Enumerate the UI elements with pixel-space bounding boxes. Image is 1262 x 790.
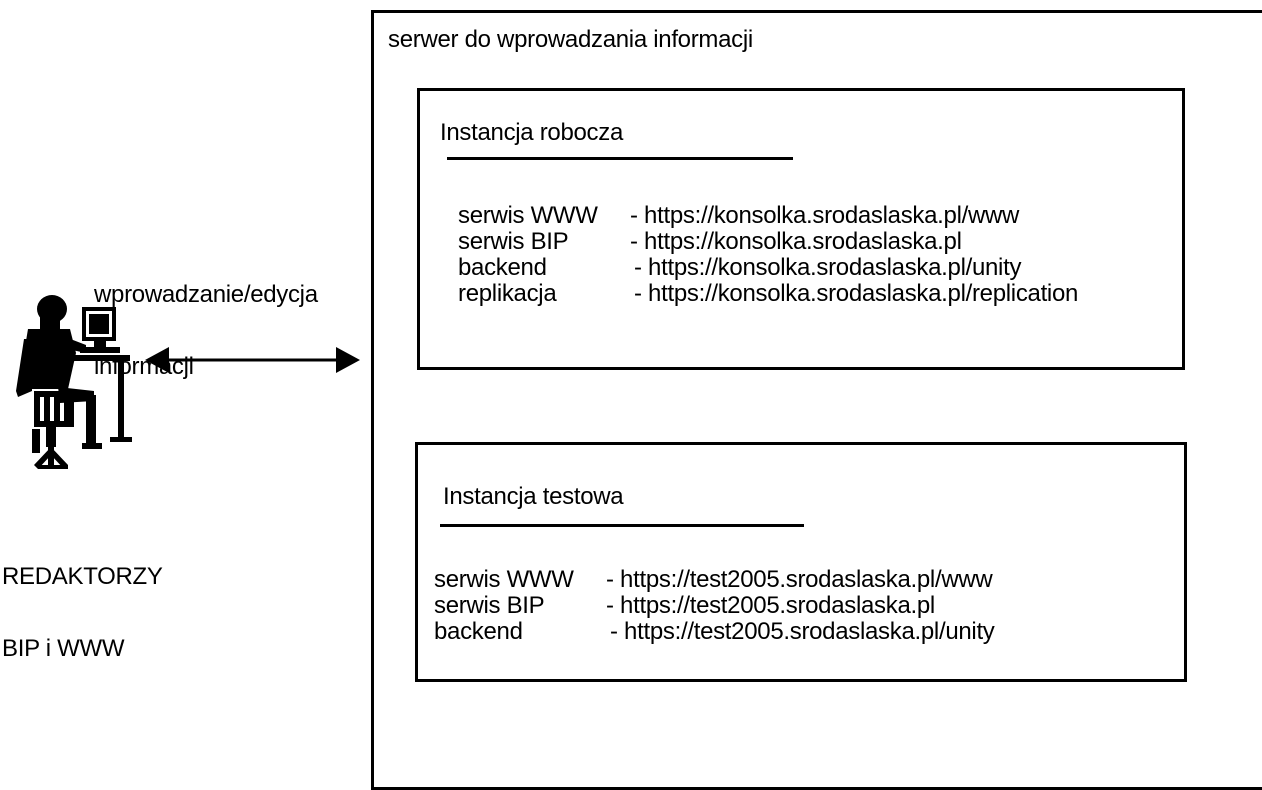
service-label: serwis WWW xyxy=(458,202,598,229)
service-url: - https://konsolka.srodaslaska.pl/www xyxy=(630,202,1020,229)
server-title: serwer do wprowadzania informacji xyxy=(388,26,753,53)
working-instance-list: serwis WWW - https://konsolka.srodaslask… xyxy=(458,204,1178,314)
working-instance-box: Instancja robocza serwis WWW - https://k… xyxy=(417,88,1185,370)
service-url: - https://konsolka.srodaslaska.pl/replic… xyxy=(634,280,1079,307)
service-label: backend xyxy=(434,618,523,645)
working-instance-title: Instancja robocza xyxy=(440,119,624,146)
service-label: serwis WWW xyxy=(434,566,574,593)
test-instance-title: Instancja testowa xyxy=(443,483,624,510)
editors-label: REDAKTORZY BIP i WWW xyxy=(2,517,163,685)
connection-label-line1: wprowadzanie/edycja xyxy=(94,281,318,308)
working-instance-divider xyxy=(447,157,793,160)
person-at-computer-icon xyxy=(16,295,132,469)
service-label: backend xyxy=(458,254,547,281)
test-instance-list: serwis WWW - https://test2005.srodaslask… xyxy=(434,568,1174,652)
editors-label-line1: REDAKTORZY xyxy=(2,563,163,590)
service-label: serwis BIP xyxy=(434,592,545,619)
service-url: - https://test2005.srodaslaska.pl/unity xyxy=(610,618,995,645)
service-url: - https://konsolka.srodaslaska.pl xyxy=(630,228,962,255)
editors-label-line2: BIP i WWW xyxy=(2,635,125,662)
service-url: - https://test2005.srodaslaska.pl/www xyxy=(606,566,993,593)
service-url: - https://test2005.srodaslaska.pl xyxy=(606,592,935,619)
test-instance-box: Instancja testowa serwis WWW - https://t… xyxy=(415,442,1187,682)
service-label: serwis BIP xyxy=(458,228,569,255)
service-url: - https://konsolka.srodaslaska.pl/unity xyxy=(634,254,1022,281)
service-label: replikacja xyxy=(458,280,557,307)
double-headed-arrow-icon xyxy=(145,347,360,373)
test-instance-divider xyxy=(440,524,804,527)
